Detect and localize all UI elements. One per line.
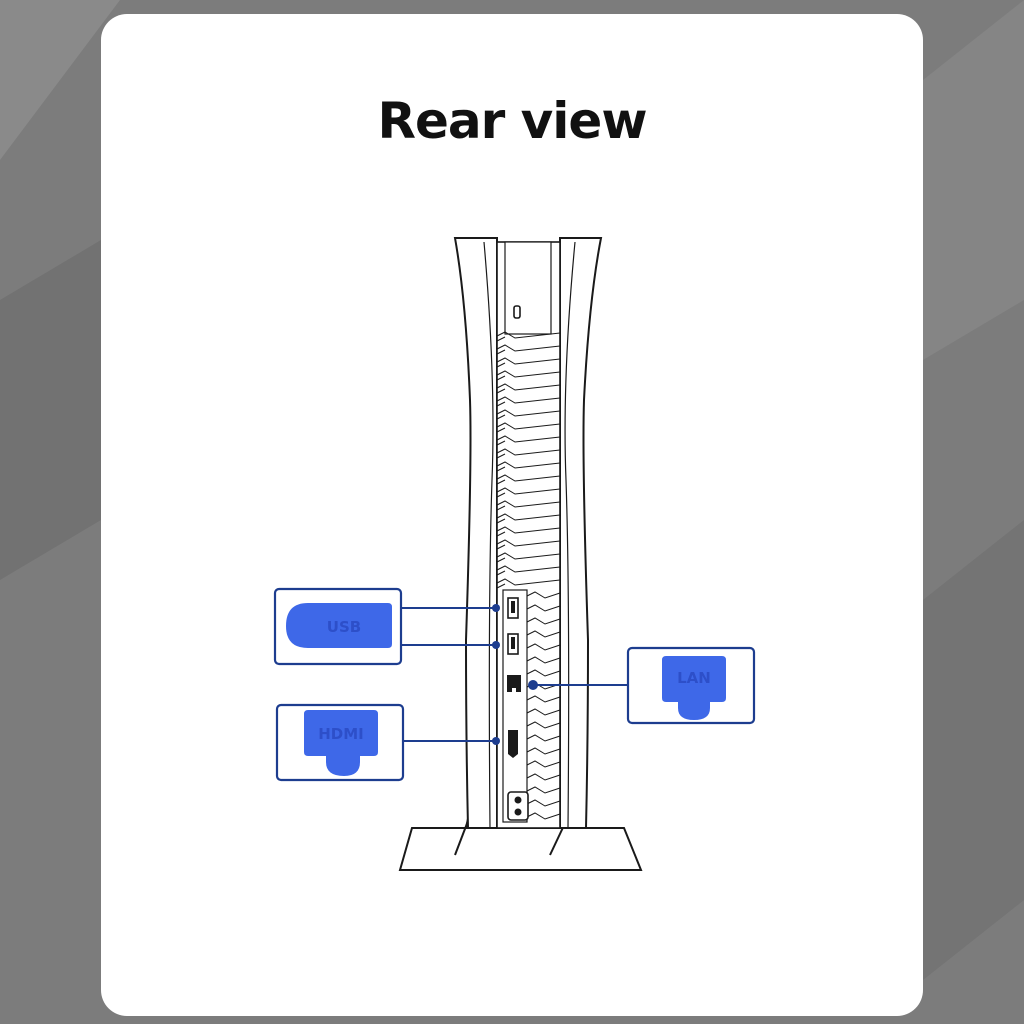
hdmi-callout: HDMI bbox=[275, 703, 405, 782]
hdmi-label: HDMI bbox=[318, 725, 364, 743]
lan-callout: LAN bbox=[626, 646, 756, 725]
right-panel bbox=[559, 237, 603, 829]
connector-dots bbox=[492, 604, 538, 745]
lock-slot bbox=[513, 305, 521, 319]
left-panel bbox=[453, 237, 498, 829]
lan-label: LAN bbox=[677, 669, 711, 687]
page-title: Rear view bbox=[377, 92, 647, 150]
power-port bbox=[507, 791, 529, 821]
lan-plug-icon bbox=[662, 656, 726, 720]
usb-callout: USB bbox=[273, 587, 403, 666]
usb-plug-icon bbox=[286, 603, 392, 648]
connector-lines bbox=[401, 607, 628, 742]
vent-fins bbox=[496, 331, 561, 820]
lan-port bbox=[507, 675, 521, 692]
hdmi-plug-icon bbox=[304, 710, 378, 776]
usb-label: USB bbox=[327, 618, 361, 636]
hdmi-port bbox=[508, 730, 518, 758]
